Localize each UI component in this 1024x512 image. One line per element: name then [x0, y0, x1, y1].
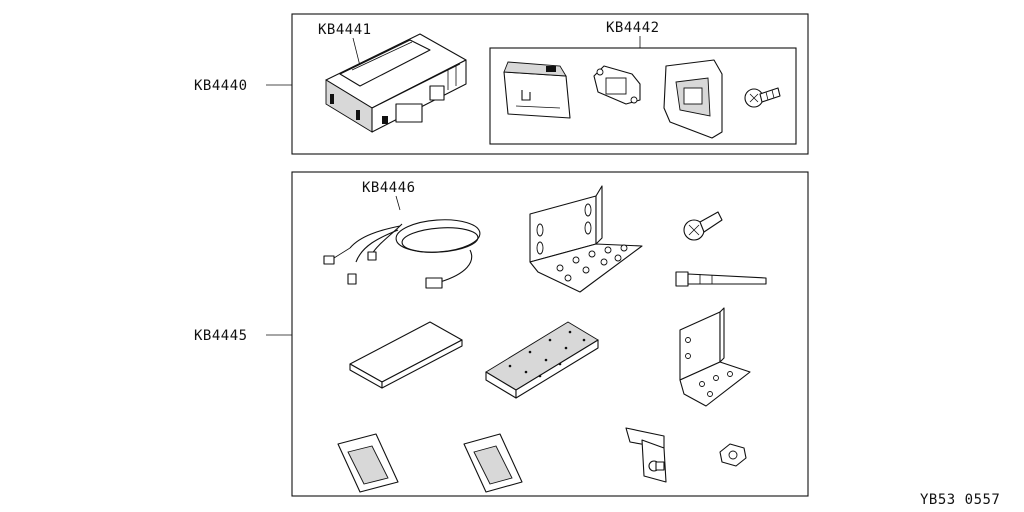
leader-kb4446 [395, 195, 401, 211]
label-kb4440: KB4440 [194, 78, 248, 94]
label-kb4445: KB4445 [194, 328, 248, 344]
label-kb4441: KB4441 [318, 22, 372, 38]
adhesive-label-part-2 [463, 433, 523, 493]
leader-kb4441 [352, 37, 361, 67]
switch-bracket-part [593, 65, 641, 105]
switch-bezel-part [663, 59, 723, 139]
reference-code: YB53 0557 [920, 492, 1000, 508]
foam-pad-part [485, 321, 599, 399]
control-unit-part [325, 33, 467, 133]
screw-part-upper [744, 87, 781, 108]
clip-part [625, 427, 667, 483]
upper-assembly-frame [291, 13, 809, 155]
mounting-bracket-large-part [529, 185, 643, 293]
lower-assembly-frame [291, 171, 809, 497]
screw-part-lower [683, 211, 723, 241]
harness-part [323, 219, 481, 289]
switch-kit-frame [489, 47, 797, 145]
nut-part [719, 443, 747, 467]
switch-part [503, 61, 571, 119]
mounting-bracket-small-part [679, 307, 751, 407]
cable-tie-part [675, 271, 767, 287]
label-kb4446: KB4446 [362, 180, 416, 196]
label-kb4442: KB4442 [606, 20, 660, 36]
adhesive-label-part-1 [337, 433, 399, 493]
flat-pad-part [349, 321, 463, 389]
